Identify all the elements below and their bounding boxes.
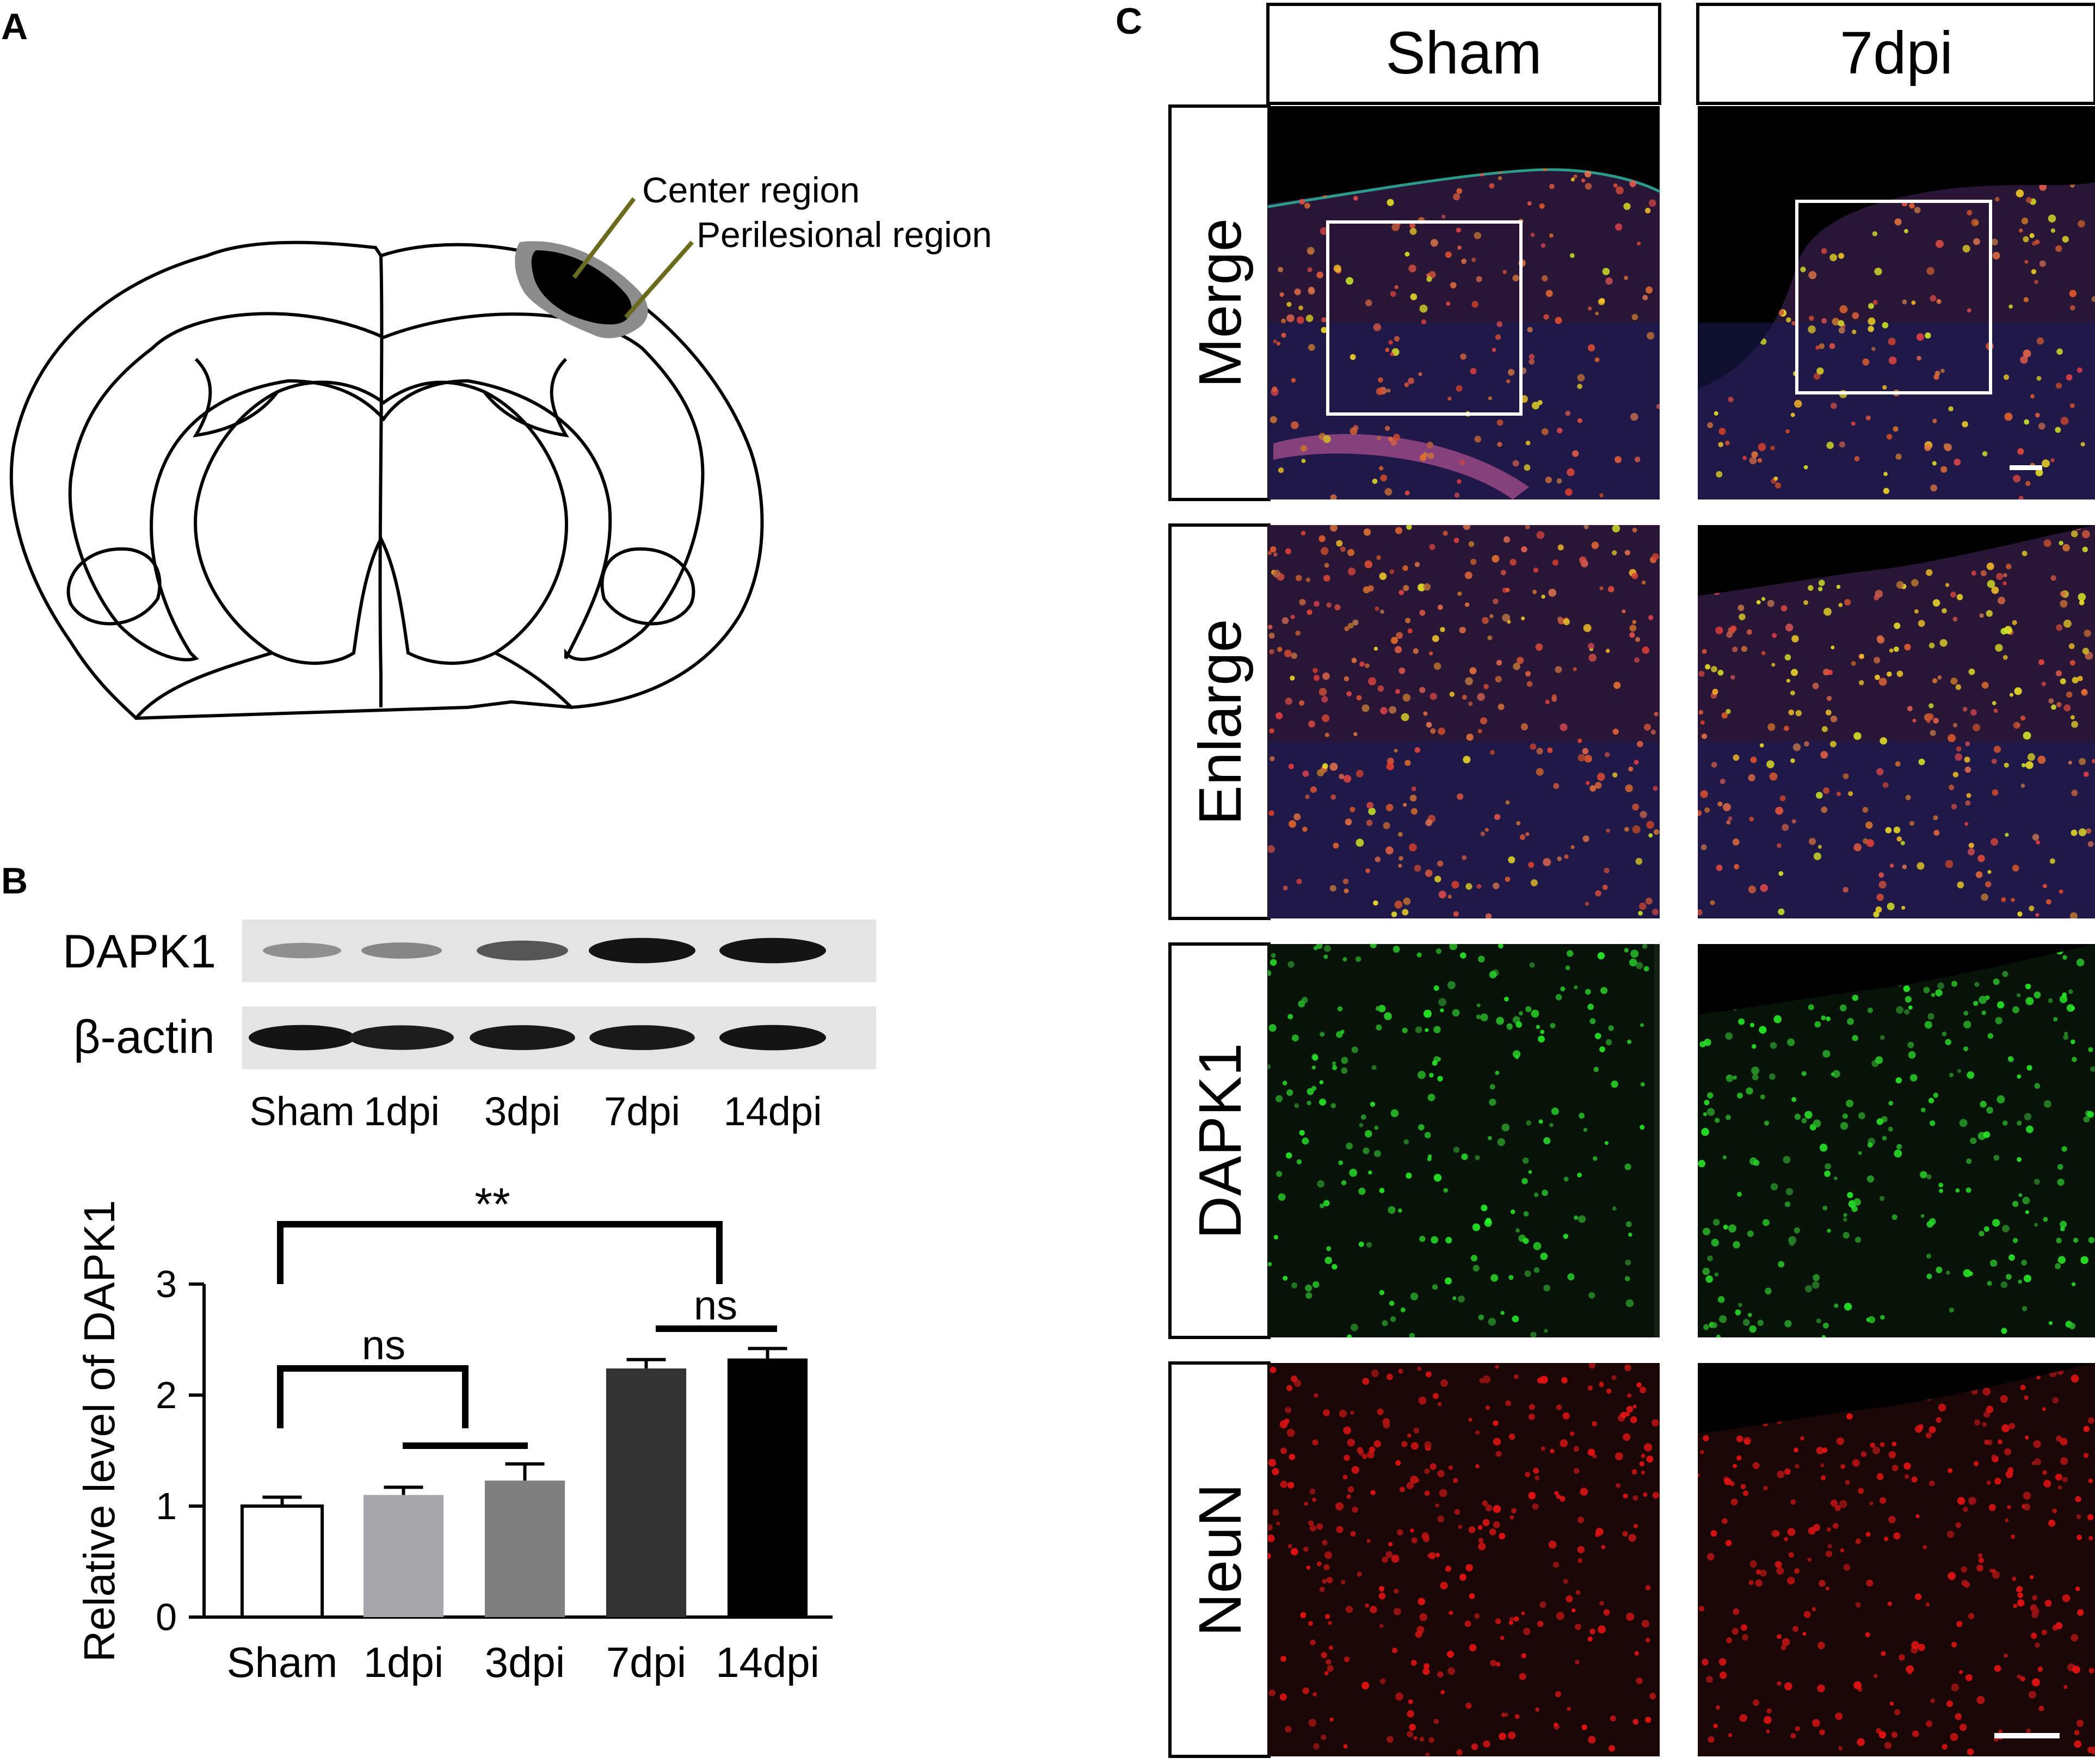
- blot-band: [477, 940, 568, 961]
- row-labels: Merge Enlarge DAPK1 NeuN: [1168, 104, 1271, 1758]
- micrograph-enlarge-7dpi: [1698, 525, 2095, 918]
- lesion: [515, 241, 648, 338]
- roi-box: [1795, 200, 1992, 394]
- center-region-label: Center region: [642, 170, 860, 210]
- micrograph-neun-sham: [1268, 1363, 1660, 1756]
- y-tick-label: 1: [156, 1485, 177, 1527]
- x-tick-label: 14dpi: [716, 1638, 819, 1686]
- micrographs: [1267, 106, 2095, 1756]
- ventricle-left: [193, 357, 279, 437]
- row-label-dapk1: DAPK1: [1187, 1043, 1254, 1239]
- lower-right: [494, 651, 573, 709]
- x-tick-label: 7dpi: [606, 1638, 686, 1686]
- bracket-sham-1dpi: [277, 1365, 469, 1428]
- bracket-sham-7dpi: [277, 1221, 723, 1284]
- blot-lane-label: 3dpi: [484, 1089, 560, 1134]
- blot-band: [470, 1025, 575, 1050]
- bar-3dpi: [484, 1481, 565, 1617]
- center-pointer: [572, 197, 636, 279]
- bar-14dpi: [727, 1358, 808, 1617]
- hippocampus-left: [66, 547, 162, 626]
- column-header-sham: Sham: [1385, 20, 1542, 87]
- bar-1dpi: [363, 1495, 444, 1617]
- panel-b-letter: B: [1, 860, 28, 902]
- scale-bar: [2010, 465, 2042, 470]
- scale-bar: [1994, 1733, 2060, 1738]
- blot-lane-label: Sham: [249, 1089, 354, 1134]
- y-tick-label: 2: [156, 1374, 177, 1416]
- x-tick-label: Sham: [227, 1638, 338, 1686]
- blot-bands: [249, 937, 826, 1051]
- row-label-neun: NeuN: [1187, 1483, 1254, 1636]
- chart-y-axis-label: Relative level of DAPK1: [75, 1200, 124, 1662]
- blot-band: [349, 1025, 454, 1050]
- micrograph-neun-7dpi: [1698, 1363, 2095, 1756]
- x-tick-label: 1dpi: [363, 1638, 443, 1686]
- blot-label-dapk1: DAPK1: [63, 926, 216, 978]
- x-tick-label: 3dpi: [485, 1638, 565, 1686]
- thalamus: [194, 380, 569, 665]
- perilesional-region-label: Perilesional region: [697, 214, 992, 255]
- micrograph-merge-sham: [1267, 106, 1661, 500]
- blot-label-actin: β-actin: [73, 1011, 215, 1063]
- row-label-enlarge: Enlarge: [1187, 619, 1254, 825]
- column-header-7dpi-box: [1696, 3, 2095, 105]
- roi-box: [1326, 220, 1523, 416]
- lower-left: [134, 651, 273, 719]
- blot-band: [719, 1025, 826, 1051]
- hippocampus-right: [600, 547, 695, 626]
- column-header-7dpi: 7dpi: [1840, 20, 1953, 87]
- column-header-sham-box: [1266, 3, 1661, 105]
- blot-lane-label: 1dpi: [363, 1089, 440, 1134]
- micrograph-dapk1-sham: [1268, 944, 1660, 1337]
- y-tick-label: 0: [156, 1596, 177, 1638]
- center-region: [531, 250, 632, 325]
- significance-double-star: **: [475, 1179, 510, 1230]
- significance-ns-sham-1dpi: ns: [362, 1322, 405, 1368]
- blot-band: [263, 942, 341, 959]
- significance-brackets: [277, 1221, 777, 1449]
- brain-outline: [9, 240, 764, 720]
- perilesional-pointer: [624, 240, 694, 319]
- panel-a-letter: A: [1, 6, 28, 47]
- micrograph-dapk1-7dpi: [1698, 944, 2095, 1337]
- blot-band: [361, 942, 442, 959]
- brain-midline: [378, 255, 384, 707]
- bar-7dpi: [606, 1368, 687, 1617]
- brain-section-diagram: [9, 240, 764, 720]
- panel-c-letter: C: [1116, 1, 1142, 42]
- micrograph-enlarge-sham: [1268, 525, 1660, 918]
- panel-a: A Center region: [1, 6, 992, 720]
- micrograph-merge-7dpi: [1698, 106, 2095, 499]
- blot-band: [589, 937, 695, 964]
- row-label-merge: Merge: [1187, 218, 1254, 388]
- blot-lane-label: 14dpi: [723, 1089, 822, 1134]
- blot-band: [589, 1025, 695, 1050]
- significance-ns-7dpi-14dpi: ns: [694, 1282, 737, 1329]
- corpus-callosum: [68, 312, 705, 662]
- blot-band: [249, 1025, 355, 1051]
- blot-band: [719, 937, 826, 964]
- ventricle-right: [483, 357, 569, 437]
- y-tick-label: 3: [156, 1263, 177, 1305]
- panel-c: C Sham 7dpi Merge Enlarge DAPK1 NeuN: [1116, 1, 2095, 1758]
- blot-lane-label: 7dpi: [604, 1089, 680, 1134]
- chart-bars: [240, 1347, 808, 1619]
- bar-sham: [240, 1504, 324, 1619]
